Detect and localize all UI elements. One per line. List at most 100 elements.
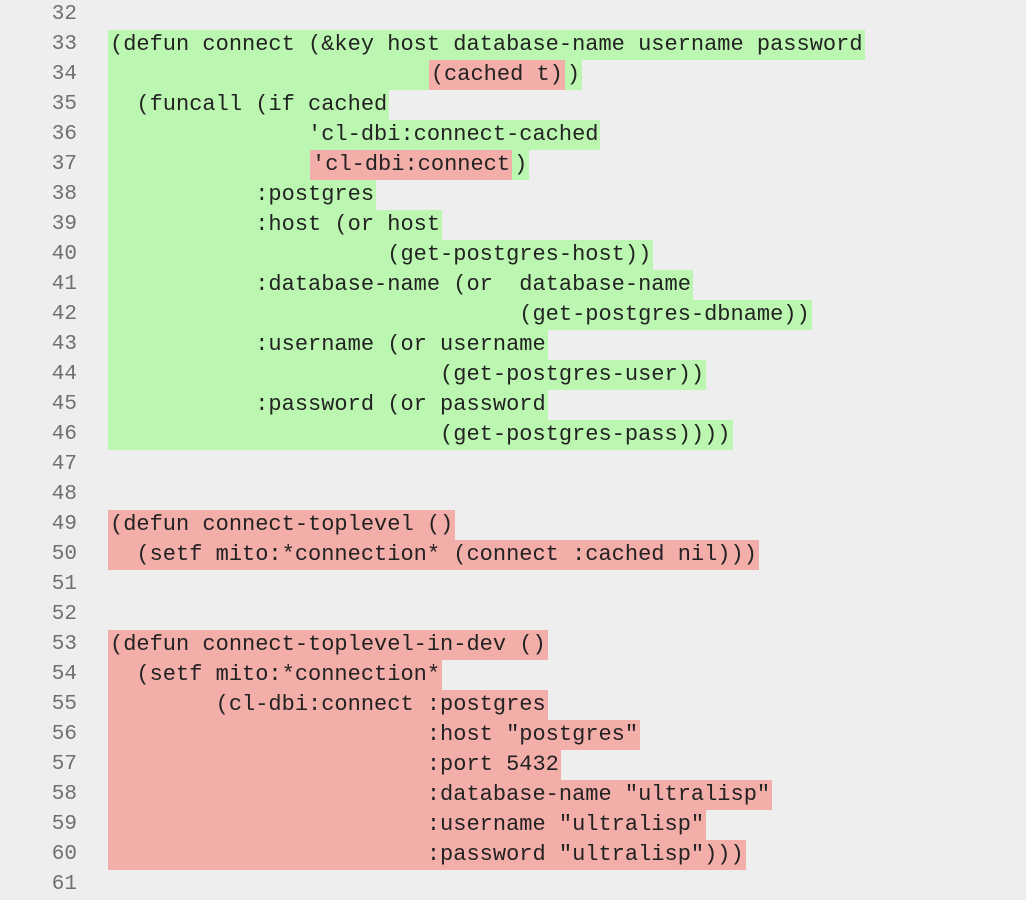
- line-number: 56: [51, 723, 77, 746]
- line-number: 58: [51, 783, 77, 806]
- added-highlight: (get-postgres-pass)))): [108, 420, 733, 450]
- code-text: :password (or password: [108, 390, 548, 420]
- removed-highlight: (defun connect-toplevel (): [108, 510, 456, 540]
- code-text: (get-postgres-pass)))): [108, 420, 733, 450]
- code-line: 45 :password (or password: [0, 390, 1026, 420]
- code-text: :port 5432: [108, 750, 561, 780]
- code-text: 'cl-dbi:connect): [108, 150, 530, 180]
- code-line: 39 :host (or host: [0, 210, 1026, 240]
- line-number: 33: [51, 33, 77, 56]
- removed-highlight: :username "ultralisp": [108, 810, 707, 840]
- code-line: 42 (get-postgres-dbname)): [0, 300, 1026, 330]
- code-line: 52: [0, 600, 1026, 630]
- code-line: 35 (funcall (if cached: [0, 90, 1026, 120]
- code-text: (get-postgres-dbname)): [108, 300, 812, 330]
- code-line: 55 (cl-dbi:connect :postgres: [0, 690, 1026, 720]
- code-text: :database-name (or database-name: [108, 270, 693, 300]
- code-line: 40 (get-postgres-host)): [0, 240, 1026, 270]
- code-line: 56 :host "postgres": [0, 720, 1026, 750]
- code-line: 50 (setf mito:*connection* (connect :cac…: [0, 540, 1026, 570]
- code-text: (cl-dbi:connect :postgres: [108, 690, 548, 720]
- line-number: 38: [51, 183, 77, 206]
- removed-highlight: :host "postgres": [108, 720, 641, 750]
- code-line: 58 :database-name "ultralisp": [0, 780, 1026, 810]
- code-line: 48: [0, 480, 1026, 510]
- code-line: 43 :username (or username: [0, 330, 1026, 360]
- added-highlight: (defun connect (&key host database-name …: [108, 30, 865, 60]
- line-number: 60: [51, 843, 77, 866]
- line-number: 47: [51, 453, 77, 476]
- added-highlight: [108, 150, 311, 180]
- added-highlight: 'cl-dbi:connect-cached: [108, 120, 601, 150]
- line-number: 50: [51, 543, 77, 566]
- code-line: 47: [0, 450, 1026, 480]
- code-line: 36 'cl-dbi:connect-cached: [0, 120, 1026, 150]
- code-text: :postgres: [108, 180, 377, 210]
- line-number: 37: [51, 153, 77, 176]
- code-text: (defun connect (&key host database-name …: [108, 30, 865, 60]
- added-highlight: :username (or username: [108, 330, 548, 360]
- added-highlight: ): [564, 60, 583, 90]
- added-highlight: [108, 60, 429, 90]
- removed-highlight: (setf mito:*connection*: [108, 660, 443, 690]
- code-text: :database-name "ultralisp": [108, 780, 773, 810]
- code-line: 34 (cached t)): [0, 60, 1026, 90]
- added-highlight: :database-name (or database-name: [108, 270, 693, 300]
- removed-highlight: :database-name "ultralisp": [108, 780, 773, 810]
- added-highlight: :password (or password: [108, 390, 548, 420]
- code-text: (cached t)): [108, 60, 583, 90]
- removed-highlight: (setf mito:*connection* (connect :cached…: [108, 540, 759, 570]
- code-line: 38 :postgres: [0, 180, 1026, 210]
- line-number: 41: [51, 273, 77, 296]
- line-number: 49: [51, 513, 77, 536]
- code-line: 61: [0, 870, 1026, 900]
- removed-highlight: (defun connect-toplevel-in-dev (): [108, 630, 548, 660]
- code-line: 59 :username "ultralisp": [0, 810, 1026, 840]
- line-number: 39: [51, 213, 77, 236]
- line-number: 53: [51, 633, 77, 656]
- code-text: (defun connect-toplevel (): [108, 510, 456, 540]
- line-number: 57: [51, 753, 77, 776]
- removed-highlight: (cached t): [428, 60, 565, 90]
- line-number: 51: [51, 573, 77, 596]
- code-line: 41 :database-name (or database-name: [0, 270, 1026, 300]
- removed-highlight: :port 5432: [108, 750, 561, 780]
- removed-highlight: (cl-dbi:connect :postgres: [108, 690, 548, 720]
- code-text: (setf mito:*connection*: [108, 660, 443, 690]
- line-number: 59: [51, 813, 77, 836]
- code-line: 33 (defun connect (&key host database-nam…: [0, 30, 1026, 60]
- code-line: 37 'cl-dbi:connect): [0, 150, 1026, 180]
- line-number: 55: [51, 693, 77, 716]
- code-text: (setf mito:*connection* (connect :cached…: [108, 540, 759, 570]
- code-text: 'cl-dbi:connect-cached: [108, 120, 601, 150]
- code-line: 46 (get-postgres-pass)))): [0, 420, 1026, 450]
- code-text: (defun connect-toplevel-in-dev (): [108, 630, 548, 660]
- code-text: :host (or host: [108, 210, 443, 240]
- removed-highlight: 'cl-dbi:connect: [310, 150, 513, 180]
- added-highlight: (get-postgres-host)): [108, 240, 654, 270]
- added-highlight: ): [512, 150, 530, 180]
- added-highlight: (get-postgres-dbname)): [108, 300, 812, 330]
- code-text: (get-postgres-host)): [108, 240, 654, 270]
- code-text: :username (or username: [108, 330, 548, 360]
- line-number: 34: [51, 63, 77, 86]
- added-highlight: (get-postgres-user)): [108, 360, 707, 390]
- code-line: 51: [0, 570, 1026, 600]
- line-number: 44: [51, 363, 77, 386]
- code-line: 60 :password "ultralisp"))): [0, 840, 1026, 870]
- code-line: 54 (setf mito:*connection*: [0, 660, 1026, 690]
- added-highlight: :postgres: [108, 180, 377, 210]
- added-highlight: :host (or host: [108, 210, 443, 240]
- line-number: 35: [51, 93, 77, 116]
- line-number: 42: [51, 303, 77, 326]
- code-text: :password "ultralisp"))): [108, 840, 746, 870]
- line-number: 36: [51, 123, 77, 146]
- code-line: 44 (get-postgres-user)): [0, 360, 1026, 390]
- code-line: 32: [0, 0, 1026, 30]
- line-number: 48: [51, 483, 77, 506]
- line-number: 40: [51, 243, 77, 266]
- added-highlight: (funcall (if cached: [108, 90, 390, 120]
- code-line: 49 (defun connect-toplevel (): [0, 510, 1026, 540]
- code-text: (funcall (if cached: [108, 90, 390, 120]
